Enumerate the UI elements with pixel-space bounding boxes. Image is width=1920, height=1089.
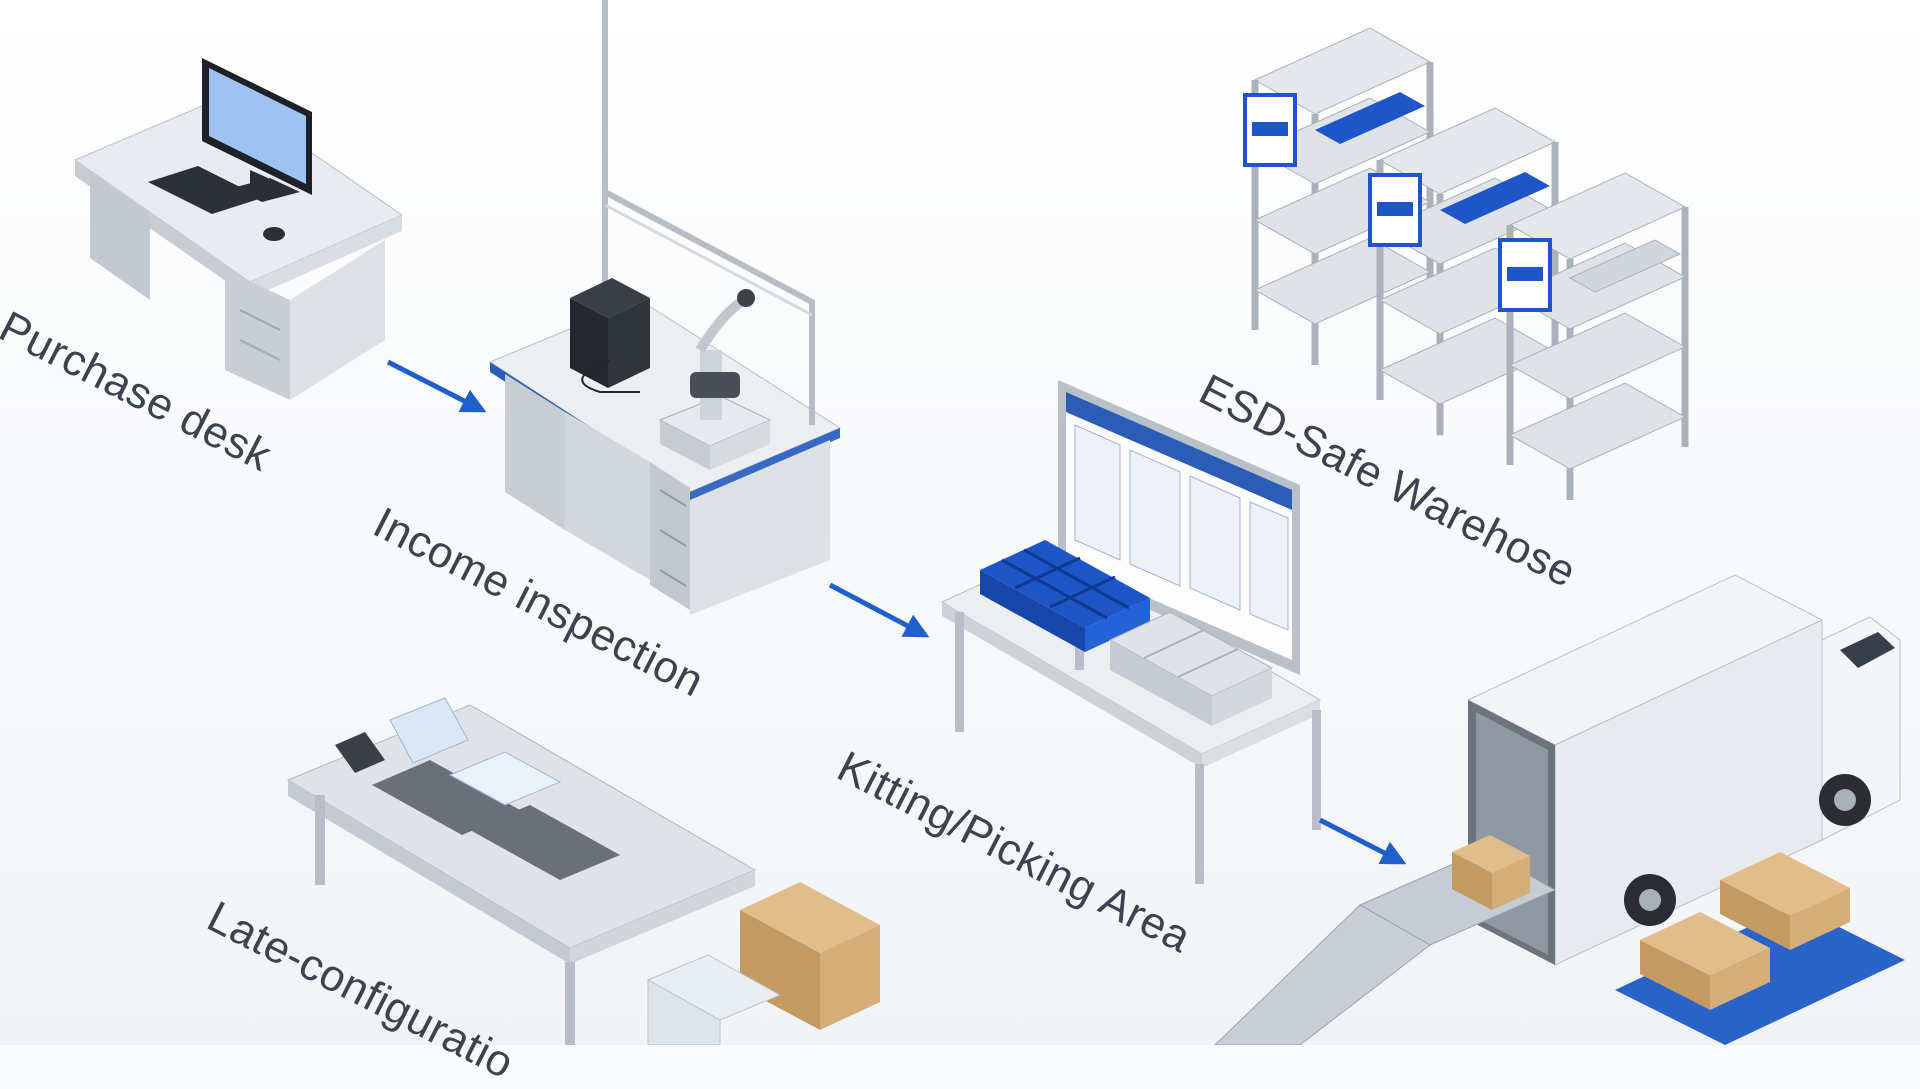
microscope-icon: [658, 289, 772, 470]
diagram-canvas: [0, 0, 1920, 1045]
kanban-board-icon: [1058, 380, 1300, 675]
flow-arrow-3: [1318, 817, 1407, 865]
flow-arrow-2: [828, 582, 930, 638]
late-configuration-table: [286, 697, 757, 1045]
monitor-icon: [202, 58, 312, 202]
pallet-icon: [1615, 852, 1905, 1045]
keyboard-icon: [148, 166, 285, 241]
cardboard-box-icon: [646, 882, 880, 1045]
flow-arrow-1: [386, 359, 487, 413]
shelving-rack-icon: [1243, 27, 1689, 500]
computer-tower-icon: [570, 278, 650, 388]
cardboard-box-icon: [1452, 835, 1530, 910]
grey-bin-tray: [1108, 611, 1274, 726]
blue-bin-tray: [980, 540, 1150, 652]
